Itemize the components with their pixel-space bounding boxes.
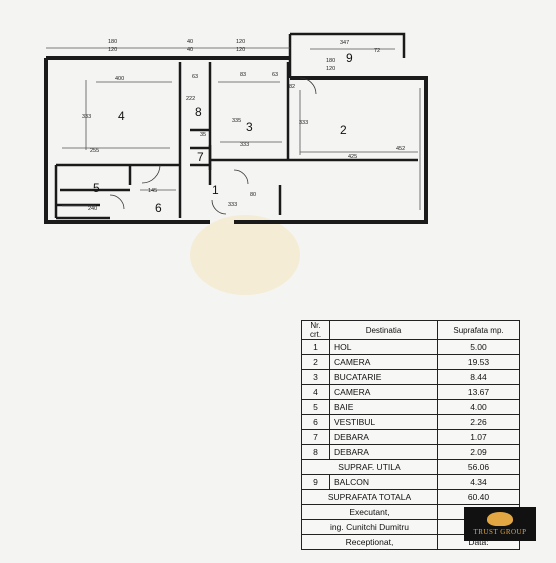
- room-numbers: 4 8 3 2 9 7 5 6 1: [93, 51, 353, 215]
- balcony-nr: 9: [300, 474, 331, 490]
- table-row: 1 HOL 5.00: [300, 339, 521, 355]
- dimension-label: 335: [232, 118, 241, 124]
- row-area: 2.26: [436, 414, 521, 430]
- row-area: 19.53: [436, 354, 521, 370]
- door-swings: [109, 77, 317, 215]
- dimension-label: 333: [82, 114, 91, 120]
- room-label: 9: [346, 51, 353, 65]
- room-label: 3: [246, 120, 253, 134]
- header-nr: Nr. crt.: [300, 320, 331, 340]
- dimension-label: 240: [88, 206, 97, 212]
- executant-name: ing. Cunitchi Dumitru: [301, 519, 438, 535]
- row-nr: 6: [300, 414, 331, 430]
- row-area: 13.67: [436, 384, 521, 400]
- watermark-logo: [190, 215, 300, 295]
- exterior-walls: [44, 32, 428, 224]
- dimension-label: 222: [186, 96, 195, 102]
- balcony-area: 4.34: [436, 474, 521, 490]
- dimension-label: 40: [187, 39, 193, 45]
- row-name: CAMERA: [329, 354, 438, 370]
- interior-walls: [54, 62, 418, 220]
- dimension-labels: 180 120 40 40 120 120 400 333 255 347 18…: [82, 39, 405, 212]
- dimension-label: 80: [250, 192, 256, 198]
- table-row: 7 DEBARA 1.07: [300, 429, 521, 445]
- row-nr: 4: [300, 384, 331, 400]
- table-header-row: Nr. crt. Destinatia Suprafata mp.: [300, 320, 521, 340]
- total-row: SUPRAFATA TOTALA 60.40: [301, 489, 521, 505]
- row-area: 2.09: [436, 444, 521, 460]
- dimension-label: 452: [396, 146, 405, 152]
- total-area: 60.40: [436, 489, 521, 505]
- table-row: 6 VESTIBUL 2.26: [300, 414, 521, 430]
- table-row: 3 BUCATARIE 8.44: [300, 369, 521, 385]
- dimension-label: 333: [228, 202, 237, 208]
- util-area: 56.06: [436, 459, 521, 475]
- dimension-label: 82: [289, 84, 295, 90]
- dimension-label: 255: [90, 148, 99, 154]
- header-area: Suprafata mp.: [436, 320, 521, 340]
- area-table: Nr. crt. Destinatia Suprafata mp. 1 HOL …: [300, 320, 521, 550]
- dimension-lines: [46, 47, 421, 210]
- dimension-label: 72: [374, 48, 380, 54]
- receptionat-label: Receptionat,: [301, 534, 438, 550]
- dimension-label: 120: [236, 39, 245, 45]
- row-name: CAMERA: [329, 384, 438, 400]
- row-name: HOL: [329, 339, 438, 355]
- row-nr: 5: [300, 399, 331, 415]
- dimension-label: 63: [192, 74, 198, 80]
- row-nr: 8: [300, 444, 331, 460]
- row-name: DEBARA: [329, 429, 438, 445]
- dimension-label: 333: [240, 142, 249, 148]
- trust-group-logo: TRUST GROUP: [464, 507, 536, 541]
- floor-plan: 4 8 3 2 9 7 5 6 1 180 120 40 40 120 120 …: [44, 32, 428, 224]
- dimension-label: 145: [148, 188, 157, 194]
- row-nr: 2: [300, 354, 331, 370]
- total-label: SUPRAFATA TOTALA: [301, 489, 438, 505]
- row-name: VESTIBUL: [329, 414, 438, 430]
- table-row: 2 CAMERA 19.53: [300, 354, 521, 370]
- balcony-name: BALCON: [329, 474, 438, 490]
- table-row: 8 DEBARA 2.09: [300, 444, 521, 460]
- room-label: 6: [155, 201, 162, 215]
- dimension-label: 120: [236, 47, 245, 53]
- room-label: 7: [197, 150, 204, 164]
- room-label: 5: [93, 181, 100, 195]
- executant-label: Executant,: [301, 504, 438, 520]
- util-row: SUPRAF. UTILA 56.06: [301, 459, 521, 475]
- dimension-label: 180: [108, 39, 117, 45]
- room-label: 8: [195, 105, 202, 119]
- row-nr: 1: [300, 339, 331, 355]
- util-label: SUPRAF. UTILA: [301, 459, 438, 475]
- dimension-label: 400: [115, 76, 124, 82]
- row-area: 8.44: [436, 369, 521, 385]
- dimension-label: 120: [326, 66, 335, 72]
- row-area: 1.07: [436, 429, 521, 445]
- row-name: BAIE: [329, 399, 438, 415]
- dimension-label: 347: [340, 40, 349, 46]
- dimension-label: 35: [200, 132, 206, 138]
- dimension-label: 180: [326, 58, 335, 64]
- row-nr: 3: [300, 369, 331, 385]
- dimension-label: 425: [348, 154, 357, 160]
- row-name: DEBARA: [329, 444, 438, 460]
- handshake-icon: [487, 512, 513, 526]
- balcony-row: 9 BALCON 4.34: [300, 474, 521, 490]
- room-label: 2: [340, 123, 347, 137]
- dimension-label: 40: [187, 47, 193, 53]
- table-row: 4 CAMERA 13.67: [300, 384, 521, 400]
- room-label: 4: [118, 109, 125, 123]
- row-name: BUCATARIE: [329, 369, 438, 385]
- row-nr: 7: [300, 429, 331, 445]
- table-row: 5 BAIE 4.00: [300, 399, 521, 415]
- room-label: 1: [212, 183, 219, 197]
- row-area: 5.00: [436, 339, 521, 355]
- row-area: 4.00: [436, 399, 521, 415]
- dimension-label: 83: [240, 72, 246, 78]
- header-name: Destinatia: [329, 320, 438, 340]
- dimension-label: 120: [108, 47, 117, 53]
- dimension-label: 333: [299, 120, 308, 126]
- dimension-label: 63: [272, 72, 278, 78]
- logo-text: TRUST GROUP: [473, 528, 527, 536]
